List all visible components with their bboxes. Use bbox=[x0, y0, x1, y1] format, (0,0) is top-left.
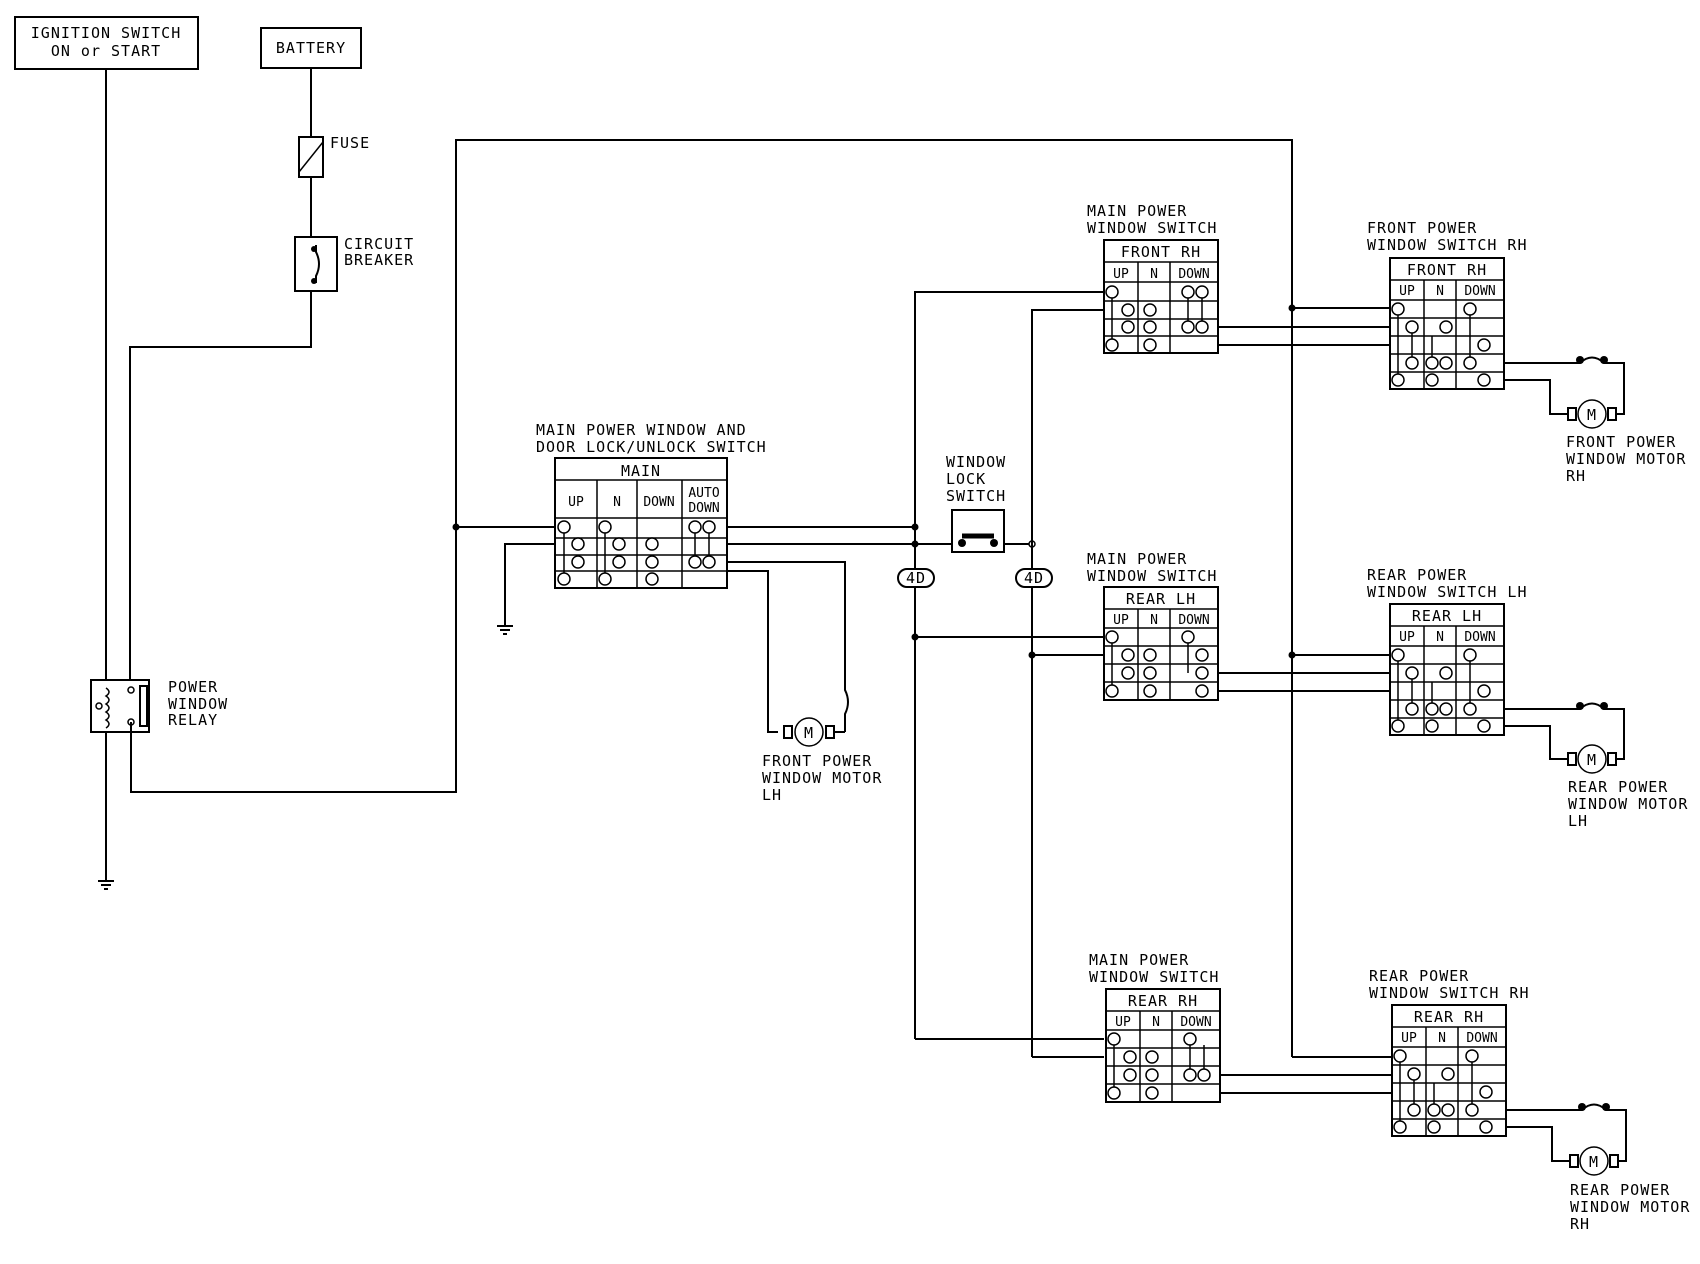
rear-lh-switch-header: REAR LH bbox=[1412, 607, 1482, 625]
rear-lh-col-n: N bbox=[1436, 630, 1444, 645]
mpws-front-rh-col-down: DOWN bbox=[1178, 267, 1209, 282]
mpws-rear-lh-title-2: WINDOW SWITCH bbox=[1087, 567, 1217, 585]
front-motor-lh: M FRONT POWER WINDOW MOTOR LH bbox=[762, 680, 882, 804]
mpws-rear-lh-title-1: MAIN POWER bbox=[1087, 550, 1187, 568]
main-switch-title-2: DOOR LOCK/UNLOCK SWITCH bbox=[536, 438, 767, 456]
connector-4d-left: 4D bbox=[897, 568, 935, 588]
front-rh-col-down: DOWN bbox=[1464, 284, 1495, 299]
front-motor-rh-label-1: FRONT POWER bbox=[1566, 433, 1676, 451]
motor-m-front-rh: M bbox=[1587, 406, 1597, 424]
rear-rh-col-up: UP bbox=[1401, 1031, 1417, 1046]
rear-lh-switch-title-2: WINDOW SWITCH LH bbox=[1367, 583, 1528, 601]
mpws-rear-lh-col-up: UP bbox=[1113, 613, 1129, 628]
front-rh-switch-title-2: WINDOW SWITCH RH bbox=[1367, 236, 1528, 254]
rear-lh-col-down: DOWN bbox=[1464, 630, 1495, 645]
battery: BATTERY bbox=[260, 27, 362, 69]
rear-motor-lh-label-3: LH bbox=[1568, 812, 1588, 830]
main-col-up: UP bbox=[568, 495, 584, 510]
front-motor-lh-label-3: LH bbox=[762, 786, 782, 804]
mpws-rear-lh-col-n: N bbox=[1150, 613, 1158, 628]
window-lock-label-2: LOCK bbox=[946, 470, 986, 488]
motor-m-rear-rh: M bbox=[1589, 1153, 1599, 1171]
front-motor-lh-label-1: FRONT POWER bbox=[762, 752, 872, 770]
circuit-breaker-label-1: CIRCUIT bbox=[344, 235, 414, 253]
mpws-rear-lh: MAIN POWER WINDOW SWITCH REAR LH UP N DO… bbox=[1087, 550, 1219, 701]
ground-symbol-main bbox=[497, 625, 513, 635]
mpws-front-rh-col-n: N bbox=[1150, 267, 1158, 282]
motor-m-front-lh: M bbox=[804, 724, 814, 742]
mpws-front-rh-title-1: MAIN POWER bbox=[1087, 202, 1187, 220]
mpws-front-rh-title-2: WINDOW SWITCH bbox=[1087, 219, 1217, 237]
rear-rh-col-down: DOWN bbox=[1466, 1031, 1497, 1046]
motor-m-rear-lh: M bbox=[1587, 751, 1597, 769]
ground-symbol-relay bbox=[98, 880, 114, 890]
mpws-rear-rh-col-up: UP bbox=[1115, 1015, 1131, 1030]
rear-rh-switch-header: REAR RH bbox=[1414, 1008, 1484, 1026]
ignition-label-1: IGNITION SWITCH bbox=[31, 24, 181, 42]
fuse: FUSE bbox=[298, 68, 370, 237]
connector-4d-right-label: 4D bbox=[1024, 569, 1044, 587]
rear-motor-lh-label-2: WINDOW MOTOR bbox=[1568, 795, 1688, 813]
rear-motor-rh-label-3: RH bbox=[1570, 1215, 1590, 1233]
front-rh-switch-title-1: FRONT POWER bbox=[1367, 219, 1477, 237]
main-switch: MAIN POWER WINDOW AND DOOR LOCK/UNLOCK S… bbox=[536, 421, 767, 589]
front-rh-switch-header: FRONT RH bbox=[1407, 261, 1487, 279]
mpws-rear-rh-title-2: WINDOW SWITCH bbox=[1089, 968, 1219, 986]
ignition-label-2: ON or START bbox=[51, 42, 161, 60]
mpws-front-rh-header: FRONT RH bbox=[1121, 243, 1201, 261]
rear-motor-rh-label-1: REAR POWER bbox=[1570, 1181, 1670, 1199]
mpws-rear-rh-col-down: DOWN bbox=[1180, 1015, 1211, 1030]
rear-lh-switch-title-1: REAR POWER bbox=[1367, 566, 1467, 584]
rear-motor-lh-label-1: REAR POWER bbox=[1568, 778, 1668, 796]
relay-label-2: WINDOW bbox=[168, 695, 228, 713]
mpws-rear-lh-header: REAR LH bbox=[1126, 590, 1196, 608]
front-motor-rh-label-3: RH bbox=[1566, 467, 1586, 485]
circuit-breaker-label-2: BREAKER bbox=[344, 251, 414, 269]
main-switch-header: MAIN bbox=[621, 462, 661, 480]
mpws-front-rh-col-up: UP bbox=[1113, 267, 1129, 282]
main-col-auto-down: DOWN bbox=[688, 501, 719, 516]
front-motor-lh-label-2: WINDOW MOTOR bbox=[762, 769, 882, 787]
rear-lh-col-up: UP bbox=[1399, 630, 1415, 645]
rear-rh-col-n: N bbox=[1438, 1031, 1446, 1046]
rear-rh-switch-title-2: WINDOW SWITCH RH bbox=[1369, 984, 1530, 1002]
front-motor-rh: M FRONT POWER WINDOW MOTOR RH bbox=[1566, 356, 1686, 485]
front-rh-col-n: N bbox=[1436, 284, 1444, 299]
relay-label-3: RELAY bbox=[168, 711, 218, 729]
rear-rh-switch: REAR POWER WINDOW SWITCH RH REAR RH UP N… bbox=[1369, 967, 1530, 1137]
connector-4d-right: 4D bbox=[1015, 568, 1053, 588]
relay-label-1: POWER bbox=[168, 678, 218, 696]
rear-motor-rh: M REAR POWER WINDOW MOTOR RH bbox=[1568, 1103, 1690, 1233]
main-col-down: DOWN bbox=[643, 495, 674, 510]
main-switch-title-1: MAIN POWER WINDOW AND bbox=[536, 421, 747, 439]
fuse-label: FUSE bbox=[330, 134, 370, 152]
window-lock-label-1: WINDOW bbox=[946, 453, 1006, 471]
mpws-front-rh: MAIN POWER WINDOW SWITCH FRONT RH UP N D… bbox=[1087, 202, 1219, 354]
circuit-breaker: CIRCUIT BREAKER bbox=[129, 235, 414, 690]
mpws-rear-rh-title-1: MAIN POWER bbox=[1089, 951, 1189, 969]
ignition-switch: IGNITION SWITCH ON or START bbox=[14, 16, 199, 70]
mpws-rear-rh: MAIN POWER WINDOW SWITCH REAR RH UP N DO… bbox=[1089, 951, 1221, 1103]
mpws-rear-rh-header: REAR RH bbox=[1128, 992, 1198, 1010]
front-rh-switch: FRONT POWER WINDOW SWITCH RH FRONT RH UP… bbox=[1367, 219, 1528, 390]
battery-label: BATTERY bbox=[276, 39, 346, 57]
power-window-relay: POWER WINDOW RELAY bbox=[90, 678, 228, 733]
rear-motor-lh: M REAR POWER WINDOW MOTOR LH bbox=[1566, 702, 1688, 830]
window-lock-switch: WINDOW LOCK SWITCH bbox=[946, 453, 1006, 553]
main-col-auto: AUTO bbox=[688, 486, 719, 501]
main-col-n: N bbox=[613, 495, 621, 510]
connector-4d-left-label: 4D bbox=[906, 569, 926, 587]
mpws-rear-rh-col-n: N bbox=[1152, 1015, 1160, 1030]
front-motor-rh-label-2: WINDOW MOTOR bbox=[1566, 450, 1686, 468]
window-lock-label-3: SWITCH bbox=[946, 487, 1006, 505]
rear-lh-switch: REAR POWER WINDOW SWITCH LH REAR LH UP N… bbox=[1367, 566, 1528, 736]
front-rh-col-up: UP bbox=[1399, 284, 1415, 299]
rear-motor-rh-label-2: WINDOW MOTOR bbox=[1570, 1198, 1690, 1216]
mpws-rear-lh-col-down: DOWN bbox=[1178, 613, 1209, 628]
rear-rh-switch-title-1: REAR POWER bbox=[1369, 967, 1469, 985]
